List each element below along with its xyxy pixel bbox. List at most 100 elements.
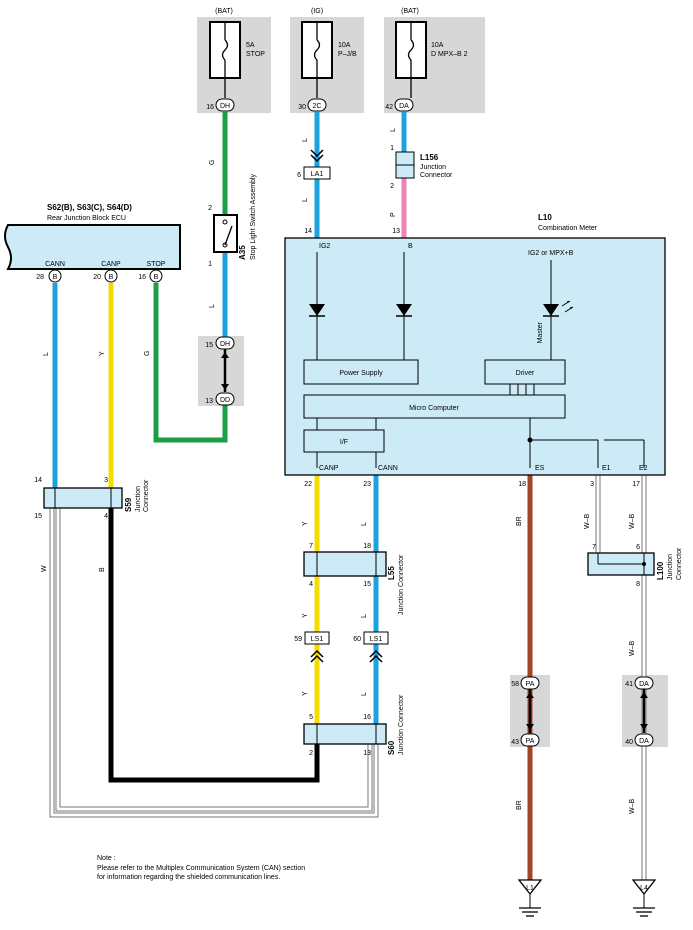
svg-text:DA: DA: [399, 103, 409, 110]
connector-ls1-b: 60 LS1: [353, 631, 389, 663]
svg-text:58: 58: [511, 681, 519, 688]
fuse-name-2: P–J/B: [338, 51, 357, 58]
wire-label-l-ecu: L: [43, 352, 50, 356]
meter-pin-canp: 22: [304, 481, 312, 488]
wire-label-wb2: W–B: [629, 514, 636, 530]
svg-text:PA: PA: [526, 681, 535, 688]
svg-text:15: 15: [205, 342, 213, 349]
svg-text:15: 15: [34, 513, 42, 520]
meter-in-b: B: [408, 243, 413, 250]
svg-text:7: 7: [592, 544, 596, 551]
fuse-source-2: (IG): [311, 8, 323, 15]
svg-text:Connector: Connector: [676, 547, 683, 580]
ecu-id: S62(B), S63(C), S64(D): [47, 203, 132, 212]
svg-text:Junction: Junction: [667, 554, 674, 580]
svg-text:7: 7: [309, 543, 313, 550]
iface-label: I/F: [340, 439, 348, 446]
svg-text:B: B: [109, 274, 114, 281]
power-supply-box: [303, 359, 419, 385]
fuse-rating-2: 10A: [338, 42, 351, 49]
fuse-mpx: [395, 21, 427, 98]
connector-s60: 5 16 2 13 S60 Junction Connector: [303, 694, 405, 757]
wire-black: [108, 508, 320, 783]
wire-label-wb4: W–B: [629, 799, 636, 815]
note-line-2: for information regarding the shielded c…: [97, 874, 280, 881]
wire-label-l3: L: [302, 198, 309, 202]
wire-label-l6: L: [361, 614, 368, 618]
connector-la1: 6 LA1: [297, 166, 331, 180]
connector-da: 41 DA 40 DA: [625, 676, 654, 747]
led-icon: [543, 304, 559, 316]
meter-pin-b: 13: [392, 228, 400, 235]
diode-icon: [309, 304, 325, 316]
fuse-rating-3: 10A: [431, 42, 444, 49]
svg-text:16: 16: [206, 104, 214, 111]
svg-text:1: 1: [208, 261, 212, 268]
wire-label-l1: L: [302, 138, 309, 142]
svg-text:28: 28: [36, 274, 44, 281]
wire-label-g1: G: [209, 160, 216, 165]
svg-text:16: 16: [138, 274, 146, 281]
svg-text:14: 14: [34, 477, 42, 484]
svg-text:18: 18: [363, 543, 371, 550]
pin-fuse-stop: 16 DH: [206, 98, 235, 112]
svg-text:2: 2: [208, 205, 212, 212]
wire-label-br2: BR: [516, 800, 523, 810]
svg-text:DA: DA: [639, 738, 649, 745]
svg-text:LS1: LS1: [370, 636, 383, 643]
svg-text:43: 43: [511, 739, 519, 746]
wire-label-br1: BR: [516, 516, 523, 526]
wire-label-y1: Y: [302, 521, 309, 526]
connector-l156: 1 2 L156 Junction Connector: [390, 145, 453, 190]
note-title: Note :: [97, 855, 116, 862]
meter-in-igmpx: IG2 or MPX+B: [528, 250, 574, 257]
meter-pin-ig2: 14: [304, 228, 312, 235]
svg-text:Junction Connector: Junction Connector: [398, 554, 405, 615]
meter-out-e2: E2: [639, 465, 648, 472]
fuse-rating-1: 5A: [246, 42, 255, 49]
svg-text:DD: DD: [220, 397, 230, 404]
svg-text:Stop Light Switch Assembly: Stop Light Switch Assembly: [250, 174, 257, 260]
svg-text:20: 20: [93, 274, 101, 281]
fuse-source-3: (BAT): [401, 8, 419, 15]
wire-label-y-ecu: Y: [99, 351, 106, 356]
wire-label-g-ecu: G: [144, 351, 151, 356]
svg-text:L55: L55: [387, 566, 396, 580]
svg-text:60: 60: [353, 636, 361, 643]
svg-text:B: B: [53, 274, 58, 281]
wire-label-l2: L: [390, 128, 397, 132]
svg-text:LA1: LA1: [311, 171, 324, 178]
svg-text:8: 8: [636, 581, 640, 588]
svg-text:4: 4: [309, 581, 313, 588]
svg-text:13: 13: [205, 398, 213, 405]
svg-text:S60: S60: [387, 740, 396, 755]
pin-fuse-pjb: 30 2C: [298, 98, 327, 112]
wire-label-l7: L: [361, 692, 368, 696]
connector-s59: 14 3 15 4 S59 Junction Connector: [34, 477, 150, 520]
connector-l55: 7 18 4 15 L55 Junction Connector: [303, 543, 405, 615]
svg-text:1: 1: [390, 145, 394, 152]
svg-text:LS1: LS1: [311, 636, 324, 643]
diode-icon: [396, 304, 412, 316]
svg-text:DH: DH: [220, 341, 230, 348]
fuse-stop: [209, 21, 241, 98]
meter-name: Combination Meter: [538, 225, 598, 232]
micro-computer-label: Micro Computer: [409, 405, 459, 412]
meter-out-canp: CANP: [319, 465, 339, 472]
fuse-source-1: (BAT): [215, 8, 233, 15]
svg-text:13: 13: [363, 750, 371, 757]
ecu-pin-label-canp: CANP: [101, 261, 121, 268]
svg-text:A35: A35: [238, 245, 247, 260]
meter-out-cann: CANN: [378, 465, 398, 472]
meter-master: Master: [537, 321, 544, 343]
wire-label-wb1: W–B: [584, 514, 591, 530]
ground-l4: L4: [631, 879, 657, 917]
svg-text:L100: L100: [656, 561, 665, 580]
svg-text:3: 3: [104, 477, 108, 484]
svg-text:2: 2: [309, 750, 313, 757]
ecu-pin-label-cann: CANN: [45, 261, 65, 268]
fuse-name-3: D MPX–B 2: [431, 51, 468, 58]
meter-out-es: ES: [535, 465, 545, 472]
svg-text:2C: 2C: [313, 103, 322, 110]
